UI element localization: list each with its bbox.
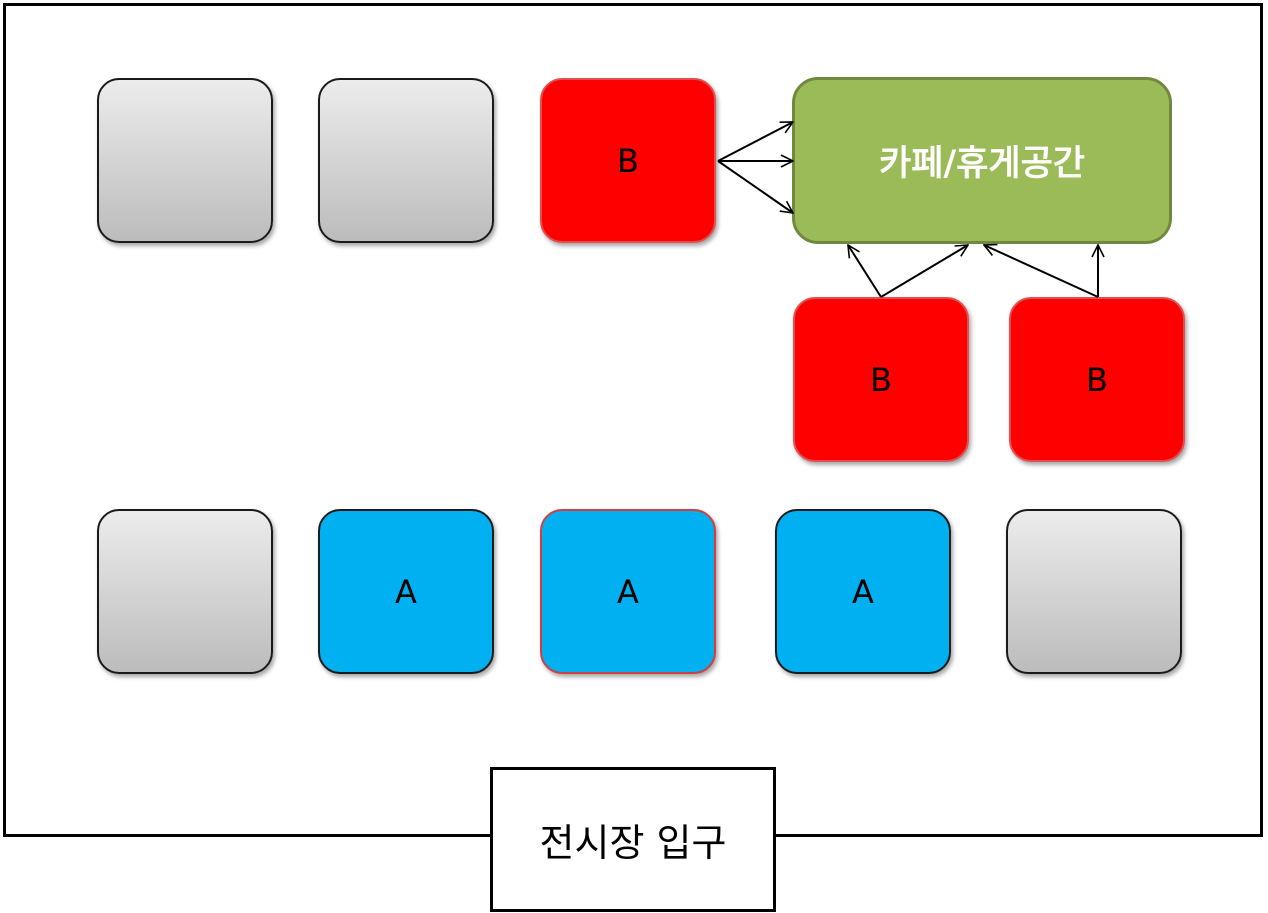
entrance-label: 전시장 입구 [539, 821, 727, 865]
cafe-label: 카페/휴게공간 [879, 144, 1085, 184]
booth-b: B [1009, 297, 1185, 462]
flow-arrow [717, 121, 793, 162]
booth-label: B [870, 360, 892, 399]
flow-arrow [880, 245, 968, 298]
booth-a: A [775, 509, 951, 674]
flow-arrow [984, 245, 1099, 298]
booth-empty [1006, 509, 1182, 674]
booth-a: A [540, 509, 716, 674]
flow-arrow [717, 160, 793, 213]
booth-label: A [395, 572, 417, 611]
booth-empty [97, 509, 273, 674]
booth-b: B [793, 297, 969, 462]
booth-label: B [1086, 360, 1108, 399]
flow-arrow [848, 245, 882, 298]
booth-label: A [617, 572, 639, 611]
booth-label: A [852, 572, 874, 611]
booth-b: B [540, 78, 716, 243]
booth-a: A [318, 509, 494, 674]
booth-label: B [617, 141, 639, 180]
booth-empty [97, 78, 273, 243]
cafe-rest-area: 카페/휴게공간 [792, 77, 1172, 244]
exhibition-entrance: 전시장 입구 [490, 767, 776, 912]
booth-empty [318, 78, 494, 243]
